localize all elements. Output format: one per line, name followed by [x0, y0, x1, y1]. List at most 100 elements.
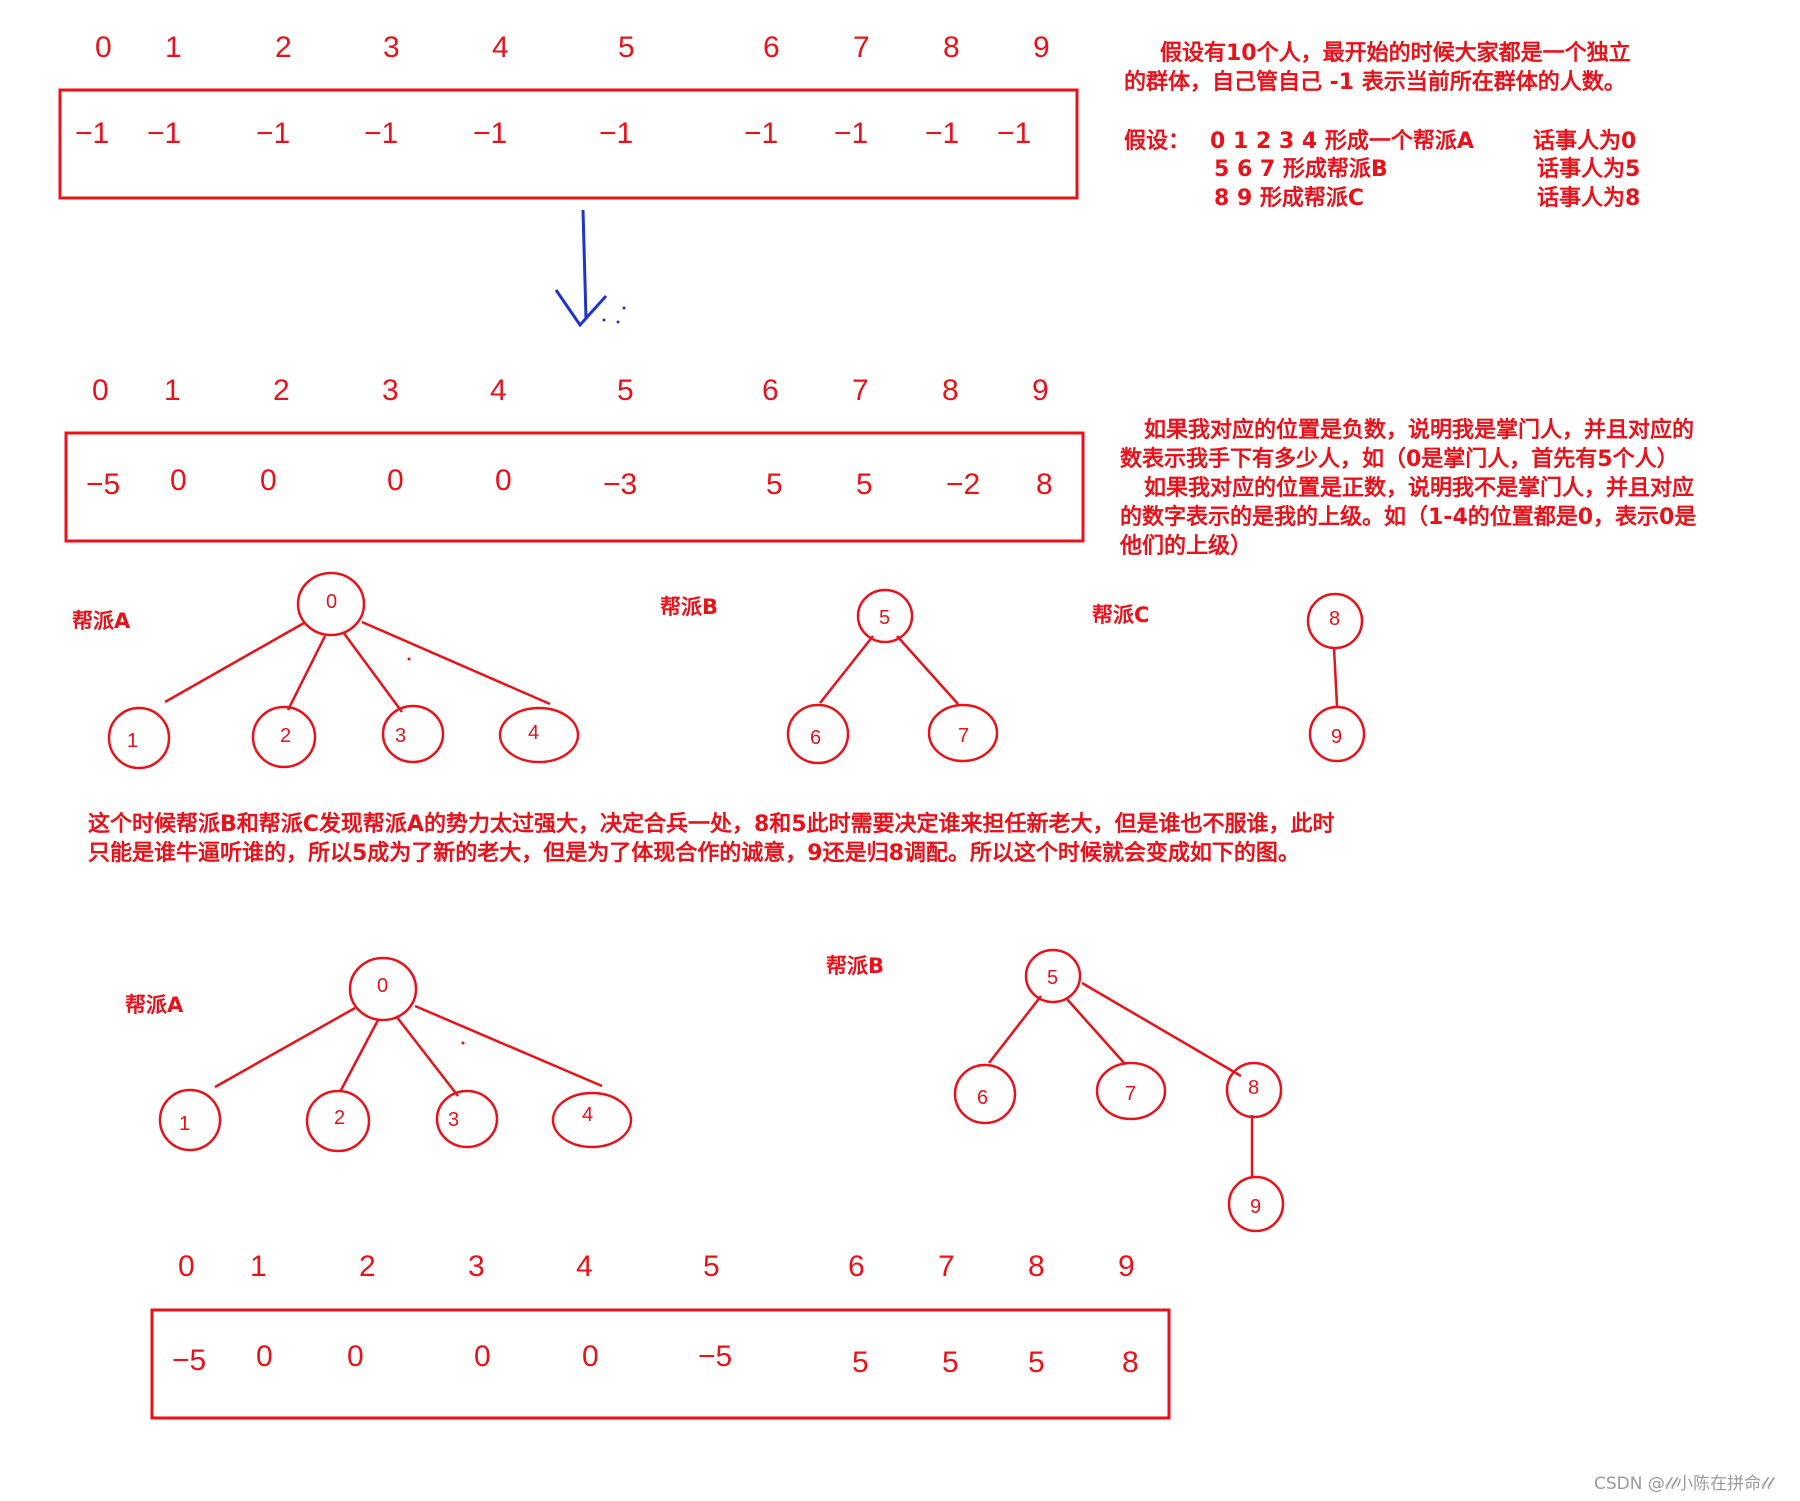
note-line: 的数字表示的是我的上级。如（1-4的位置都是0，表示0是	[1120, 504, 1696, 530]
note-line: 他们的上级）	[1119, 533, 1252, 559]
node-label: 6	[810, 727, 821, 749]
intro-note: 假设有10个人，最开始的时候大家都是一个独立 的群体，自己管自己 -1 表示当前…	[1124, 40, 1640, 211]
node-label: 0	[377, 975, 388, 997]
array-index: 6	[848, 1250, 865, 1283]
array-index: 0	[178, 1250, 195, 1283]
node-label: 3	[395, 725, 406, 747]
array-value: −1	[256, 117, 290, 150]
array-value: 0	[260, 464, 277, 497]
array-index: 5	[617, 374, 634, 407]
note-line: 假设：	[1124, 129, 1190, 154]
node-label: 2	[334, 1107, 345, 1129]
explain-note: 如果我对应的位置是负数，说明我是掌门人，并且对应的 数表示我手下有多少人，如（0…	[1119, 417, 1696, 559]
node-label: 4	[582, 1104, 593, 1126]
array-box	[58, 88, 1079, 200]
down-arrow-icon	[554, 209, 626, 328]
array-value: −1	[364, 117, 398, 150]
tree-node	[1306, 592, 1364, 650]
node-label: 5	[879, 607, 890, 629]
array-value: 5	[852, 1346, 869, 1379]
array-value: −5	[698, 1340, 732, 1373]
node-label: 3	[448, 1109, 459, 1131]
array-value: −1	[925, 117, 959, 150]
array-value: 0	[387, 464, 404, 497]
note-line: 如果我对应的位置是正数，说明我不是掌门人，并且对应	[1144, 475, 1694, 501]
tree-gang-a-before: 帮派A 0 1 2 3 4	[72, 571, 580, 770]
array-index: 6	[763, 31, 780, 64]
gang-label: 帮派A	[125, 993, 184, 1017]
array-index: 4	[576, 1250, 593, 1283]
tree-node	[251, 705, 317, 769]
tree-node	[856, 588, 914, 644]
node-label: 1	[127, 730, 138, 752]
node-label: 7	[958, 725, 969, 747]
array-value: −2	[946, 468, 980, 501]
array-index: 7	[853, 31, 870, 64]
array-value: 5	[1028, 1346, 1045, 1379]
array-value: 0	[256, 1340, 273, 1373]
note-line: 8 9 形成帮派C	[1214, 185, 1364, 211]
array-value: −1	[744, 117, 778, 150]
array-index: 1	[165, 31, 182, 64]
array-index: 2	[275, 31, 292, 64]
array-index: 0	[92, 374, 109, 407]
array-index: 3	[382, 374, 399, 407]
array-value: 0	[170, 464, 187, 497]
array-index: 9	[1118, 1250, 1135, 1283]
note-line: 0 1 2 3 4 形成一个帮派A	[1210, 128, 1474, 154]
node-label: 6	[977, 1087, 988, 1109]
array-index: 2	[359, 1250, 376, 1283]
node-label: 4	[528, 722, 539, 744]
tree-node	[786, 703, 850, 765]
note-line: 如果我对应的位置是负数，说明我是掌门人，并且对应的	[1144, 417, 1694, 443]
tree-gang-a-after: 帮派A 0 1 2 3 4	[125, 956, 633, 1153]
gang-label: 帮派B	[826, 954, 884, 978]
array-value: 0	[474, 1340, 491, 1373]
array-value: 5	[766, 468, 783, 501]
tree-node	[1227, 1175, 1285, 1233]
node-label: 9	[1331, 726, 1342, 748]
node-label: 1	[179, 1113, 190, 1135]
node-label: 7	[1125, 1083, 1136, 1105]
gang-label: 帮派C	[1092, 603, 1149, 627]
array-value: −5	[172, 1344, 206, 1377]
array-index: 1	[250, 1250, 267, 1283]
array-index: 7	[938, 1250, 955, 1283]
tree-node	[1095, 1061, 1167, 1121]
tree-node	[953, 1063, 1017, 1125]
tree-node	[158, 1088, 222, 1152]
array-box	[150, 1308, 1171, 1420]
note-line: 5 6 7 形成帮派B	[1214, 156, 1388, 182]
array-value: −1	[473, 117, 507, 150]
tree-node	[1308, 705, 1366, 763]
note-line: 这个时候帮派B和帮派C发现帮派A的势力太过强大，决定合兵一处，8和5此时需要决定…	[88, 811, 1335, 837]
tree-node	[551, 1091, 633, 1149]
array-index: 3	[383, 31, 400, 64]
array-index: 9	[1033, 31, 1050, 64]
array-index: 1	[164, 374, 181, 407]
array-index: 5	[618, 31, 635, 64]
node-label: 8	[1248, 1077, 1259, 1099]
gang-label: 帮派A	[72, 609, 131, 633]
array-index: 7	[852, 374, 869, 407]
gang-label: 帮派B	[660, 595, 718, 619]
array-index: 2	[273, 374, 290, 407]
node-label: 8	[1329, 608, 1340, 630]
array-index: 0	[95, 31, 112, 64]
note-line: 数表示我手下有多少人，如（0是掌门人，首先有5个人）	[1120, 446, 1679, 472]
tree-gang-b-before: 帮派B 5 6 7	[660, 588, 999, 765]
tree-gang-c-before: 帮派C 8 9	[1092, 592, 1366, 763]
array-value: 8	[1122, 1346, 1139, 1379]
array-index: 8	[1028, 1250, 1045, 1283]
tree-node	[927, 703, 999, 763]
note-line: 话事人为0	[1533, 128, 1636, 154]
array-index: 6	[762, 374, 779, 407]
array-initial: 0 1 2 3 4 5 6 7 8 9 −1 −1 −1 −1 −1 −1 −1…	[58, 31, 1079, 200]
array-value: 5	[942, 1346, 959, 1379]
watermark: CSDN @𝓁𝓁小陈在拼命𝓁𝓁	[1594, 1474, 1776, 1494]
tree-node	[305, 1089, 371, 1153]
tree-node	[1225, 1061, 1283, 1119]
note-line: 只能是谁牛逼听谁的，所以5成为了新的老大，但是为了体现合作的诚意，9还是归8调配…	[88, 840, 1300, 866]
array-value: −1	[834, 117, 868, 150]
note-line: 话事人为8	[1537, 185, 1640, 211]
